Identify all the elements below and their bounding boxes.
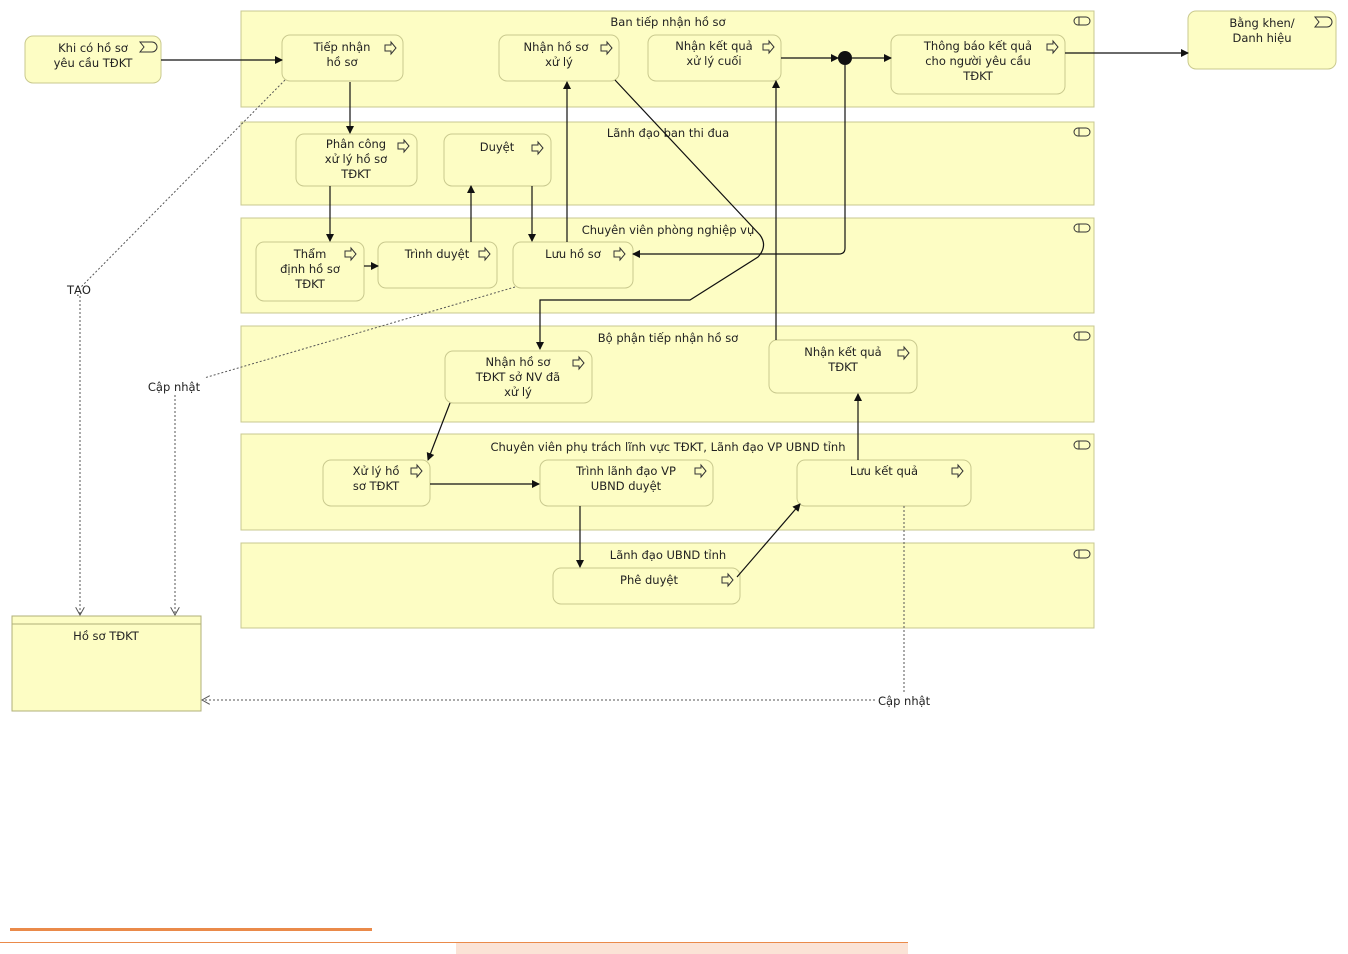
task-label-line: Trình duyệt (404, 247, 470, 261)
event-label-line: Khi có hồ sơ (58, 41, 128, 55)
task-label-line: hồ sơ (326, 55, 357, 69)
task-duyet[interactable]: Duyệt (443, 133, 552, 187)
task-label-line: cho người yêu cầu (925, 54, 1031, 68)
task-nhan-ket-qua-xu-ly-cuoi[interactable]: Nhận kết quả xử lý cuối (647, 34, 782, 82)
task-luu-ho-so[interactable]: Lưu hồ sơ (512, 241, 634, 289)
data-object-label: Hồ sơ TĐKT (73, 629, 140, 643)
task-tham-dinh[interactable]: Thẩm định hồ sơ TĐKT (255, 241, 365, 302)
annotation-cap-nhat-left: Cập nhật (148, 380, 201, 394)
task-nhan-ho-so-xu-ly[interactable]: Nhận hồ sơ xử lý (498, 34, 620, 82)
task-label-line: TĐKT (827, 360, 859, 374)
lane-bo-phan-tiep-nhan: Bộ phận tiếp nhận hồ sơ (240, 325, 1095, 423)
task-label-line: TĐKT (294, 277, 326, 291)
lane-title: Chuyên viên phụ trách lĩnh vực TĐKT, Lãn… (490, 440, 845, 454)
annotation-cap-nhat-bottom: Cập nhật (878, 694, 931, 708)
data-object-ho-so-tdkt[interactable]: Hồ sơ TĐKT (11, 615, 202, 712)
task-label-line: Lưu kết quả (850, 464, 918, 478)
sequence-flows (161, 49, 1189, 578)
flow-phe-duyet-to-luu-ket-qua (736, 503, 801, 578)
task-label-line: Nhận hồ sơ (524, 40, 589, 54)
lane-title: Ban tiếp nhận hồ sơ (610, 15, 725, 29)
lane-title: Lãnh đạo ban thi đua (607, 126, 729, 140)
task-trinh-lanh-dao-vp[interactable]: Trình lãnh đạo VP UBND duyệt (539, 459, 714, 507)
footer-accent-line (10, 928, 372, 931)
event-label-line: Bằng khen/ (1229, 16, 1294, 30)
lane-title: Lãnh đạo UBND tỉnh (610, 548, 726, 562)
flow-junction-to-luu-ho-so (632, 65, 846, 258)
task-phan-cong-xu-ly[interactable]: Phân công xử lý hồ sơ TĐKT (295, 133, 418, 187)
task-label-line: sơ TĐKT (353, 479, 400, 493)
task-nhan-ket-qua-tdkt[interactable]: Nhận kết quả TĐKT (768, 339, 918, 394)
task-label-line: định hồ sơ (280, 262, 340, 276)
footer-rule (0, 942, 908, 943)
task-trinh-duyet[interactable]: Trình duyệt (377, 241, 498, 289)
task-label-line: Xử lý hồ (353, 464, 400, 478)
annotation-tao: TẠO (66, 283, 91, 297)
task-label-line: xử lý (545, 55, 573, 69)
flow-nhan-ho-so-to-bo-phan (536, 79, 765, 350)
junction-node (838, 51, 852, 65)
lane-title: Bộ phận tiếp nhận hồ sơ (598, 331, 738, 345)
lane-title: Chuyên viên phòng nghiệp vụ (582, 223, 755, 237)
task-luu-ket-qua[interactable]: Lưu kết quả (796, 459, 972, 507)
associations (79, 79, 905, 700)
task-label-line: Thông báo kết quả (923, 39, 1032, 53)
task-label-line: xử lý hồ sơ (325, 152, 387, 166)
task-label-line: TĐKT (340, 167, 372, 181)
task-label-line: UBND duyệt (591, 479, 662, 493)
assoc-tiep-nhan-to-tao (79, 79, 286, 289)
task-label-line: Trình lãnh đạo VP (575, 464, 676, 478)
event-label-line: yêu cầu TĐKT (54, 56, 134, 70)
start-event[interactable]: Khi có hồ sơ yêu cầu TĐKT (24, 35, 162, 84)
task-label-line: Lưu hồ sơ (545, 247, 601, 261)
task-label-line: Nhận hồ sơ (486, 355, 551, 369)
event-label-line: Danh hiệu (1233, 31, 1292, 45)
task-label-line: TĐKT (962, 69, 994, 83)
task-tiep-nhan-ho-so[interactable]: Tiếp nhận hồ sơ (281, 34, 404, 82)
task-label-line: Tiếp nhận (313, 40, 371, 54)
task-label-line: Duyệt (480, 140, 515, 154)
task-label-line: TĐKT sở NV đã (475, 370, 560, 384)
task-label-line: Phân công (326, 137, 386, 151)
task-nhan-ho-so-nv[interactable]: Nhận hồ sơ TĐKT sở NV đã xử lý (444, 350, 593, 404)
task-thong-bao-ket-qua[interactable]: Thông báo kết quả cho người yêu cầu TĐKT (890, 34, 1066, 95)
task-xu-ly-ho-so[interactable]: Xử lý hồ sơ TĐKT (322, 459, 431, 507)
task-phe-duyet[interactable]: Phê duyệt (552, 567, 741, 605)
footer-shade-block (456, 943, 908, 954)
task-label-line: Nhận kết quả (675, 39, 752, 53)
end-event[interactable]: Bằng khen/ Danh hiệu (1187, 10, 1337, 70)
task-label-line: xử lý cuối (686, 54, 741, 68)
task-label-line: xử lý (504, 385, 532, 399)
flow-nhan-hs-nv-to-xu-ly (426, 402, 451, 461)
task-label-line: Thẩm (293, 247, 327, 261)
task-label-line: Nhận kết quả (804, 345, 881, 359)
task-label-line: Phê duyệt (620, 573, 678, 587)
